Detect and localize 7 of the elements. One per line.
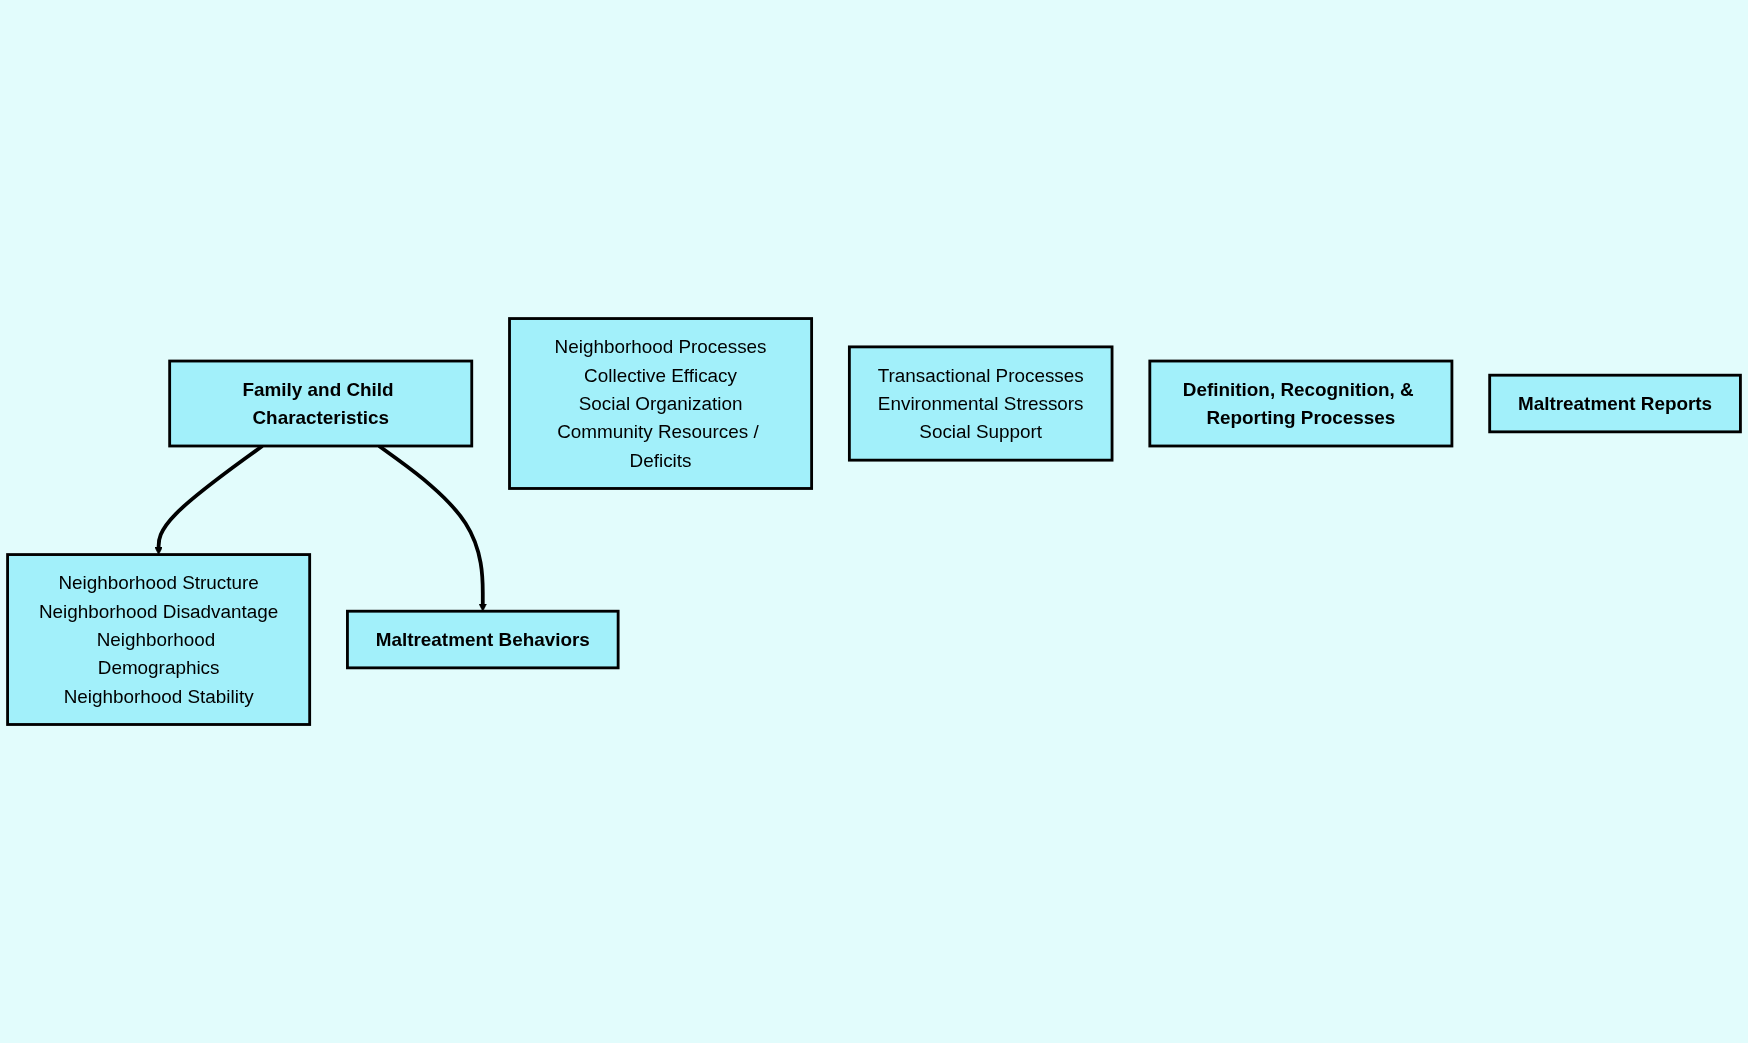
node-box: Maltreatment Reports bbox=[1488, 373, 1742, 434]
node-box: Transactional Processes Environmental Stressors Social Support bbox=[847, 345, 1114, 462]
node-box: Neighborhood Structure Neighborhood Disadvantage Neighborhood Demographics Neighborhood Stability bbox=[6, 553, 312, 726]
node-box: Neighborhood Processes Collective Efficacy Social Organization Community Resources / Deficits bbox=[508, 317, 814, 490]
node-box: Maltreatment Behaviors bbox=[346, 609, 620, 670]
node-box: Definition, Recognition, & Reporting Processes bbox=[1148, 359, 1454, 448]
node-box: Family and Child Characteristics bbox=[168, 359, 474, 448]
